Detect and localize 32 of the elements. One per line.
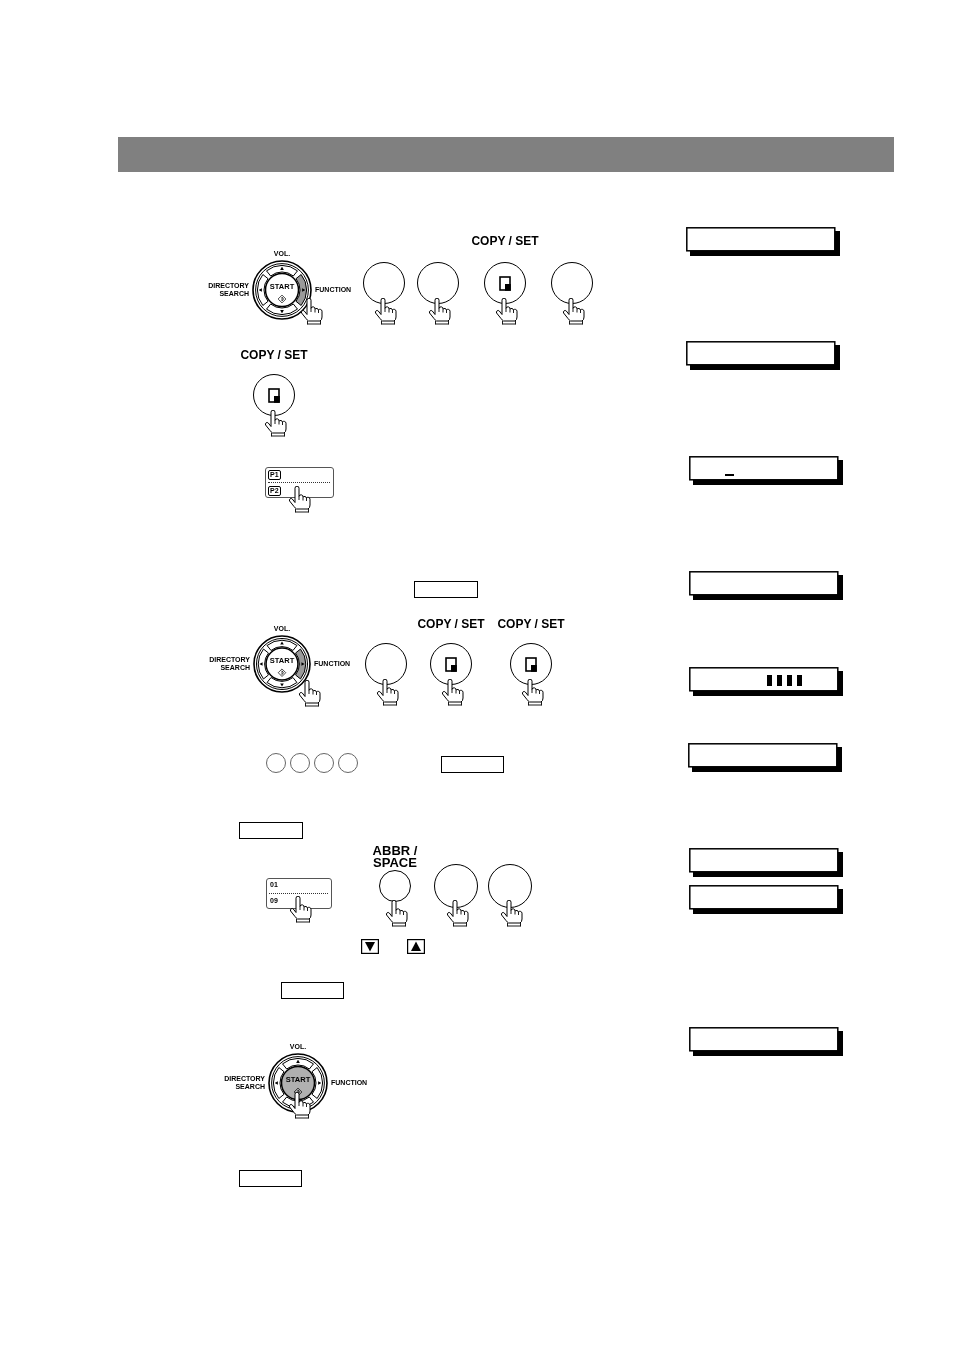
lcd-display (689, 571, 843, 600)
number-key (314, 753, 334, 773)
key-label: ABBR / SPACE (371, 845, 419, 869)
lcd-display (689, 848, 843, 877)
round-key (365, 643, 407, 685)
lcd-display (689, 1027, 843, 1056)
round-key (363, 262, 405, 304)
key-label: COPY / SET (470, 234, 540, 248)
lcd-display (686, 341, 840, 370)
key-name-frame (239, 1170, 302, 1187)
lcd-display (688, 743, 842, 772)
key-label: COPY / SET (416, 617, 486, 631)
key-name-frame (239, 822, 303, 839)
key-label: COPY / SET (496, 617, 566, 631)
round-key (551, 262, 593, 304)
round-key (417, 262, 459, 304)
number-key (290, 753, 310, 773)
header-band (118, 137, 894, 172)
number-key (266, 753, 286, 773)
one-touch-panel (265, 467, 334, 498)
key-name-frame (414, 581, 478, 598)
key-name-frame (441, 756, 504, 773)
round-key (434, 864, 478, 908)
lcd-display (689, 667, 843, 696)
lcd-display (686, 227, 840, 256)
key-label: COPY / SET (239, 348, 309, 362)
round-key (488, 864, 532, 908)
lcd-display (689, 885, 843, 914)
key-name-frame (281, 982, 344, 999)
number-key (338, 753, 358, 773)
lcd-display (689, 456, 843, 485)
one-touch-panel (266, 878, 332, 909)
